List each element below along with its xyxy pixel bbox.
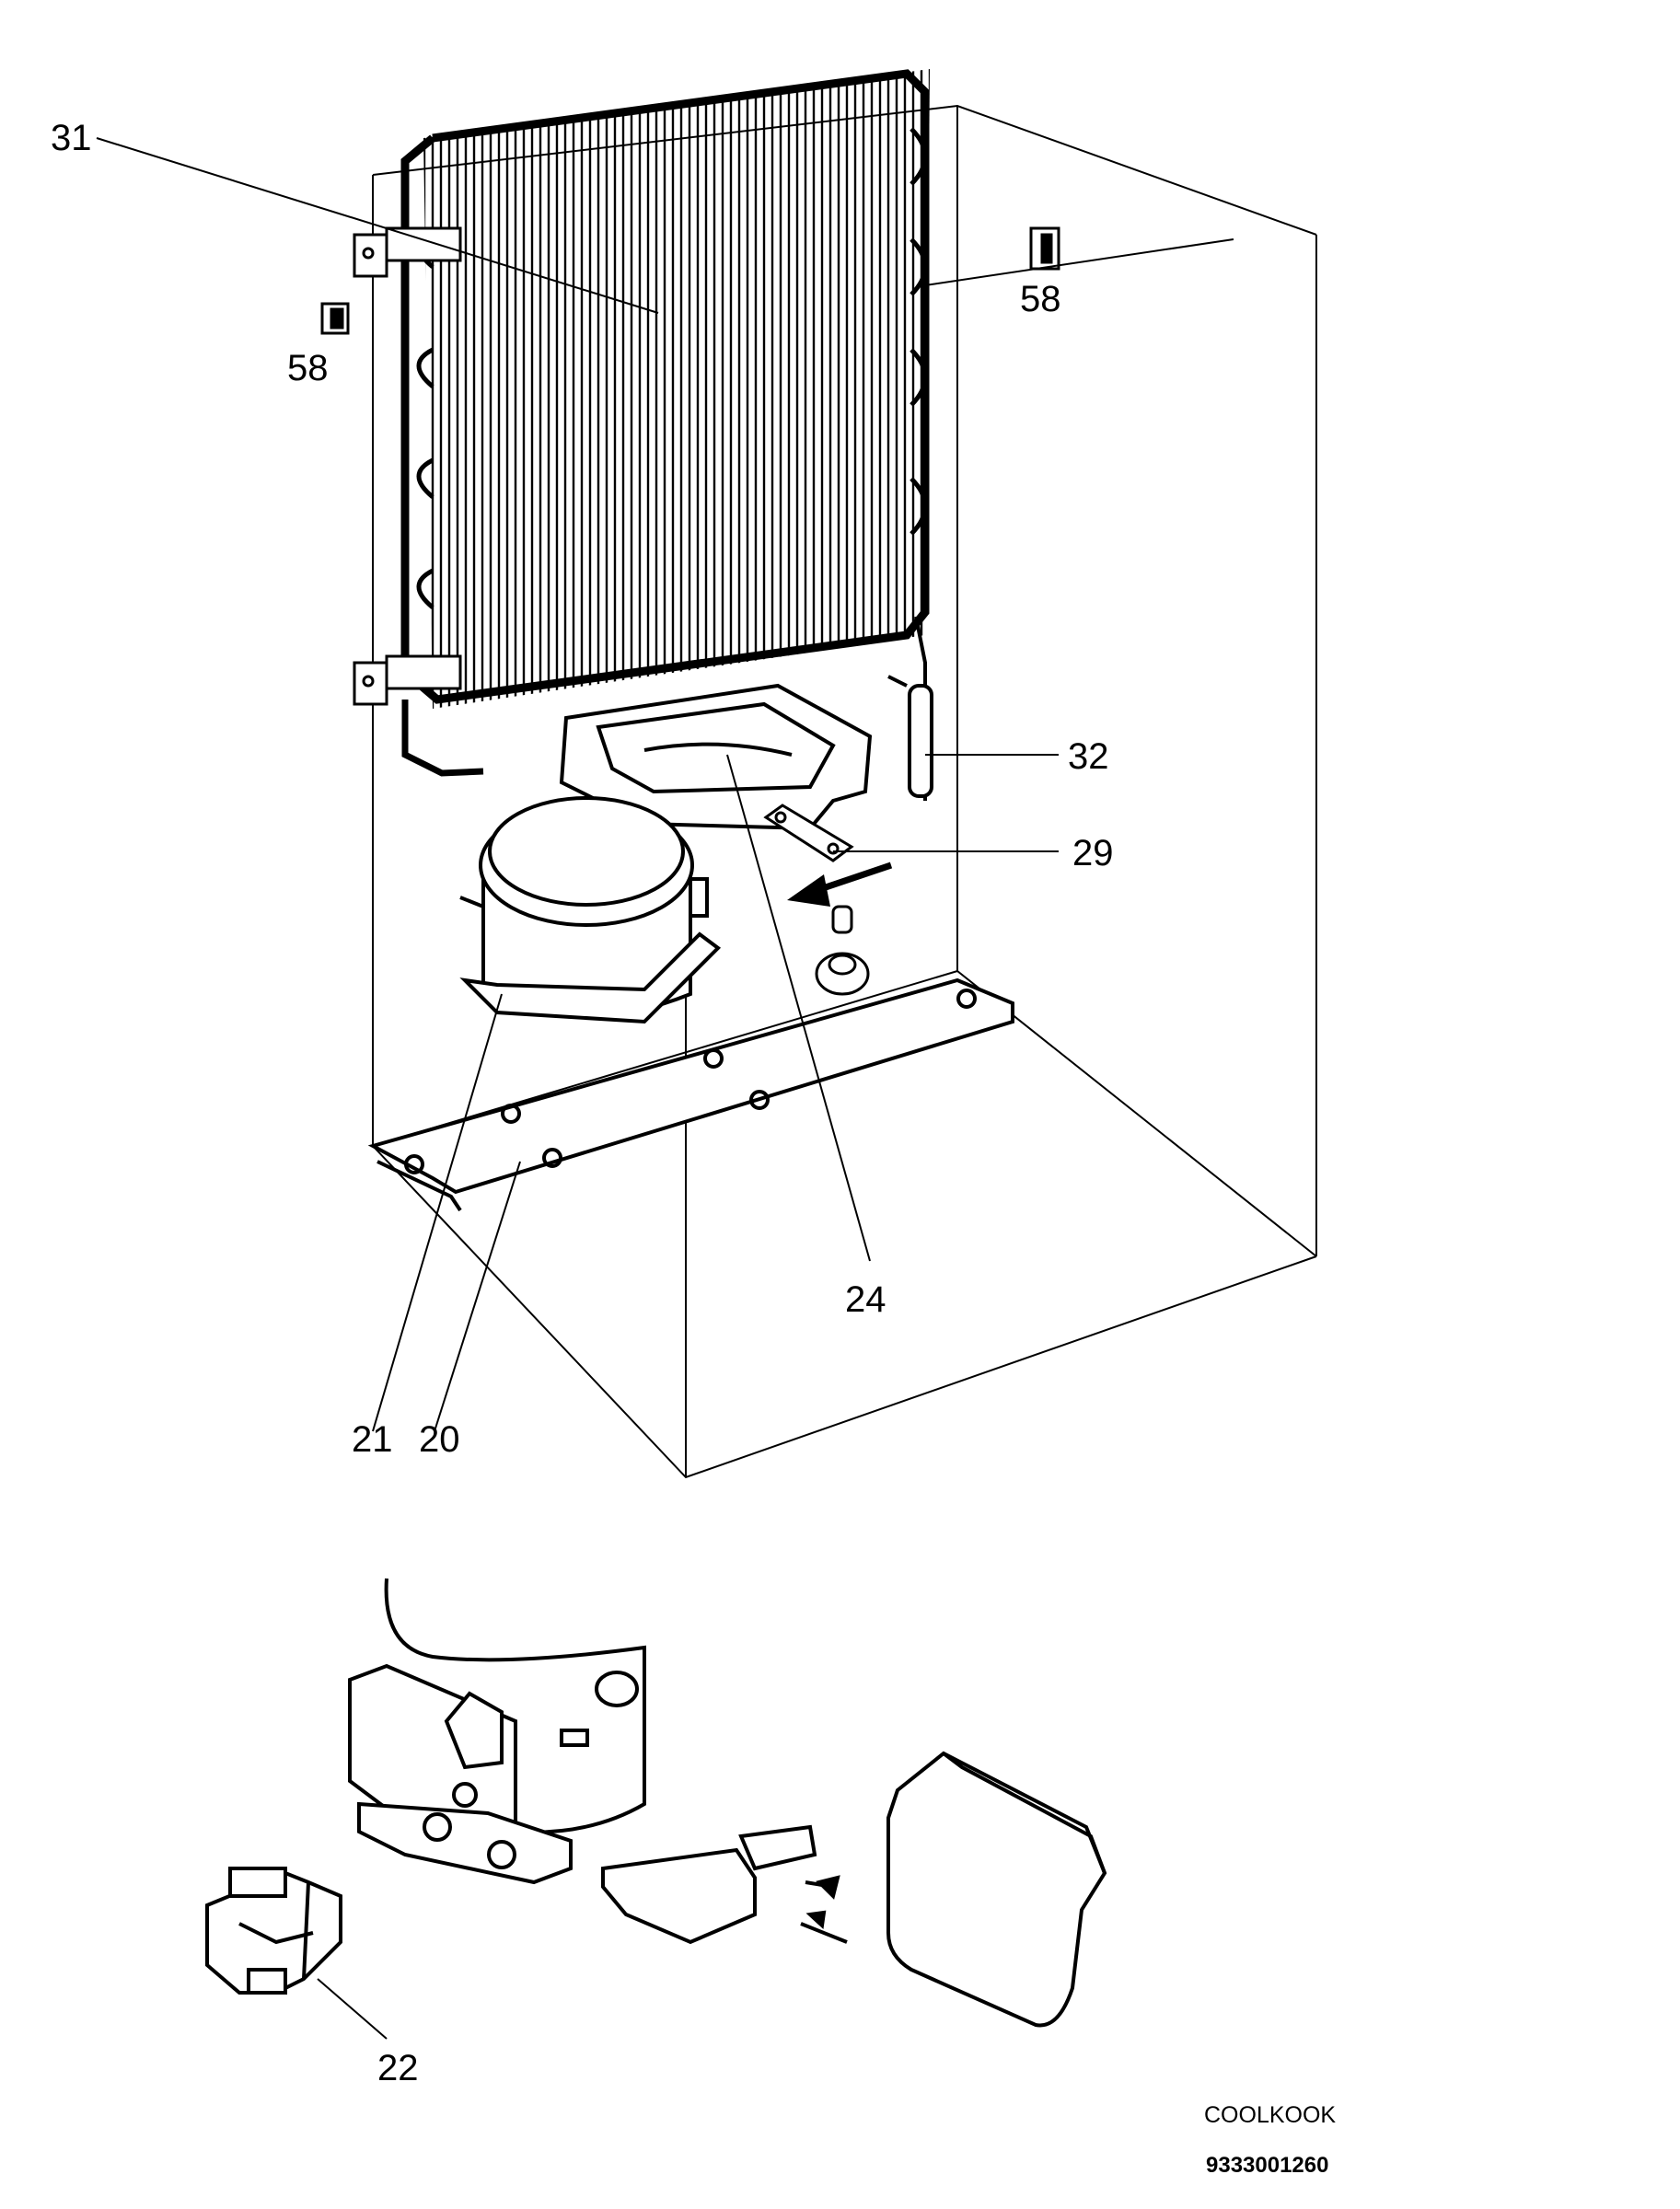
drip-tray [559,683,873,831]
relay-mount-housing [348,1578,646,1885]
base-rail [367,977,1014,1212]
callout-32: 32 [1068,736,1109,777]
leader-lines [96,137,1234,2040]
callout-21: 21 [352,1419,393,1460]
callout-20: 20 [419,1419,460,1460]
bracket-top [353,226,462,278]
callout-58-left: 58 [287,348,329,388]
clip-left [320,302,350,335]
footer-code: 9333001260 [1206,2153,1328,2178]
footer-brand: COOLKOOK [1204,2102,1336,2128]
cabinet-outline [372,104,1317,1479]
terminal-assembly [601,1824,848,1945]
compressor [459,796,722,1024]
callout-31: 31 [51,118,92,158]
callout-labels: 31 58 58 32 29 24 21 20 22 [51,118,1114,2088]
clip-right [1029,226,1060,271]
bracket-bottom [353,654,462,706]
callout-22: 22 [377,2048,419,2088]
footer: COOLKOOK 9333001260 [1204,2102,1336,2178]
condenser-coil [400,69,930,777]
direction-arrow-icon [787,862,893,907]
grommet [815,905,870,996]
terminal-cover [886,1751,1107,2028]
link-plate [763,804,854,862]
callout-29: 29 [1072,833,1114,873]
callout-58-right: 58 [1020,279,1061,319]
filter-drier [887,616,933,801]
callout-24: 24 [845,1279,886,1320]
starter-relay [205,1867,342,1995]
